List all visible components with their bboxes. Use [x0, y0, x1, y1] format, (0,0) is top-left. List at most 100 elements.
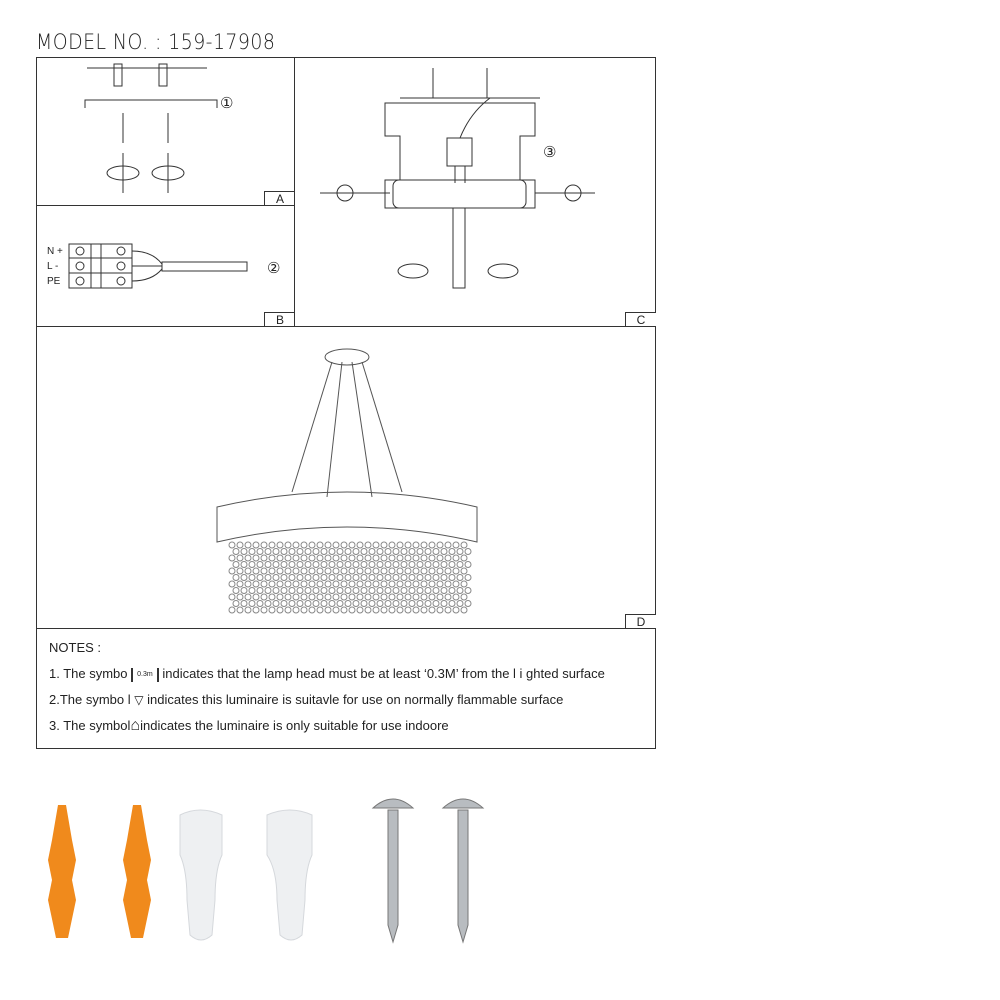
- crystal-bead: [356, 541, 364, 549]
- crystal-bead: [408, 574, 416, 581]
- crystal-bead: [408, 561, 416, 568]
- crystal-bead: [424, 561, 432, 568]
- crystal-bead: [288, 574, 296, 581]
- crystal-bead: [460, 554, 468, 562]
- crystal-bead: [420, 541, 428, 549]
- crystal-bead: [324, 593, 332, 601]
- crystal-bead: [380, 593, 388, 601]
- crystal-bead: [344, 600, 352, 607]
- crystal-bead: [348, 567, 356, 575]
- crystal-bead: [368, 587, 376, 594]
- crystal-bead: [460, 606, 468, 614]
- crystal-bead: [348, 606, 356, 614]
- panel-label-d: D: [625, 614, 656, 629]
- crystal-bead: [252, 593, 260, 601]
- crystal-bead: [256, 548, 264, 555]
- crystal-bead: [336, 561, 344, 568]
- crystal-bead: [268, 541, 276, 549]
- crystal-bead: [272, 587, 280, 594]
- crystal-bead: [380, 541, 388, 549]
- crystal-bead: [312, 561, 320, 568]
- crystal-bead: [400, 574, 408, 581]
- crystal-bead: [312, 574, 320, 581]
- crystal-bead: [268, 606, 276, 614]
- notes-heading: NOTES :: [49, 640, 102, 655]
- crystal-bead: [396, 567, 404, 575]
- crystal-bead: [380, 567, 388, 575]
- crystal-bead: [256, 561, 264, 568]
- crystal-bead: [448, 548, 456, 555]
- crystal-bead: [312, 548, 320, 555]
- crystal-bead: [364, 580, 372, 588]
- crystal-bead: [304, 548, 312, 555]
- crystal-bead: [432, 574, 440, 581]
- crystal-bead: [436, 554, 444, 562]
- crystal-bead: [432, 600, 440, 607]
- crystal-bead: [372, 567, 380, 575]
- crystal-bead: [324, 580, 332, 588]
- crystal-bead: [276, 541, 284, 549]
- crystal-bead: [240, 587, 248, 594]
- crystal-bead: [456, 548, 464, 555]
- panel-b-wiring: N + L - PE ② B: [36, 205, 295, 327]
- crystal-bead: [392, 548, 400, 555]
- chandelier-illustration: [216, 348, 478, 614]
- crystal-bead: [356, 567, 364, 575]
- crystal-bead: [256, 574, 264, 581]
- crystal-bead: [448, 574, 456, 581]
- crystal-bead: [344, 548, 352, 555]
- crystal-bead: [320, 574, 328, 581]
- crystal-bead: [324, 541, 332, 549]
- crystal-bead: [412, 554, 420, 562]
- crystal-bead: [268, 580, 276, 588]
- crystal-bead: [392, 574, 400, 581]
- crystal-bead: [360, 587, 368, 594]
- distance-0.3m-icon: 0.3m: [131, 667, 159, 682]
- crystal-bead: [376, 600, 384, 607]
- crystal-bead: [316, 541, 324, 549]
- crystal-bead: [364, 593, 372, 601]
- crystal-bead: [252, 567, 260, 575]
- crystal-bead: [444, 554, 452, 562]
- crystal-bead: [308, 567, 316, 575]
- notes-section: NOTES : 1. The symbo 0.3m indicates that…: [36, 628, 656, 749]
- crystal-bead: [280, 600, 288, 607]
- crystal-bead: [460, 541, 468, 549]
- crystal-bead: [428, 606, 436, 614]
- crystal-bead: [276, 593, 284, 601]
- crystal-bead: [372, 593, 380, 601]
- crystal-bead: [292, 593, 300, 601]
- crystal-bead: [292, 554, 300, 562]
- crystal-bead: [264, 587, 272, 594]
- crystal-bead: [316, 580, 324, 588]
- crystal-bead: [372, 541, 380, 549]
- crystal-bead: [288, 548, 296, 555]
- wire-connector-2: [266, 809, 313, 941]
- crystal-bead: [228, 554, 236, 562]
- crystal-bead: [240, 561, 248, 568]
- crystal-bead: [232, 548, 240, 555]
- crystal-bead: [348, 580, 356, 588]
- panel-c-canopy-install: ③ C: [294, 57, 656, 327]
- crystal-bead: [248, 600, 256, 607]
- crystal-bead: [352, 548, 360, 555]
- note-3-text: indicates the luminaire is only suitable…: [140, 718, 449, 733]
- crystal-bead: [344, 587, 352, 594]
- flammable-surface-icon: ▽: [134, 693, 144, 707]
- crystal-bead: [332, 606, 340, 614]
- crystal-bead: [436, 541, 444, 549]
- crystal-bead: [444, 580, 452, 588]
- crystal-bead: [400, 548, 408, 555]
- crystal-bead: [288, 561, 296, 568]
- crystal-bead: [228, 593, 236, 601]
- crystal-bead: [320, 548, 328, 555]
- wall-anchor-1: [48, 805, 76, 938]
- crystal-bead: [296, 587, 304, 594]
- crystal-bead: [232, 561, 240, 568]
- crystal-bead: [444, 567, 452, 575]
- crystal-bead: [268, 567, 276, 575]
- panel-label-b: B: [264, 312, 295, 327]
- crystal-bead: [388, 554, 396, 562]
- crystal-bead: [360, 561, 368, 568]
- crystal-bead: [300, 593, 308, 601]
